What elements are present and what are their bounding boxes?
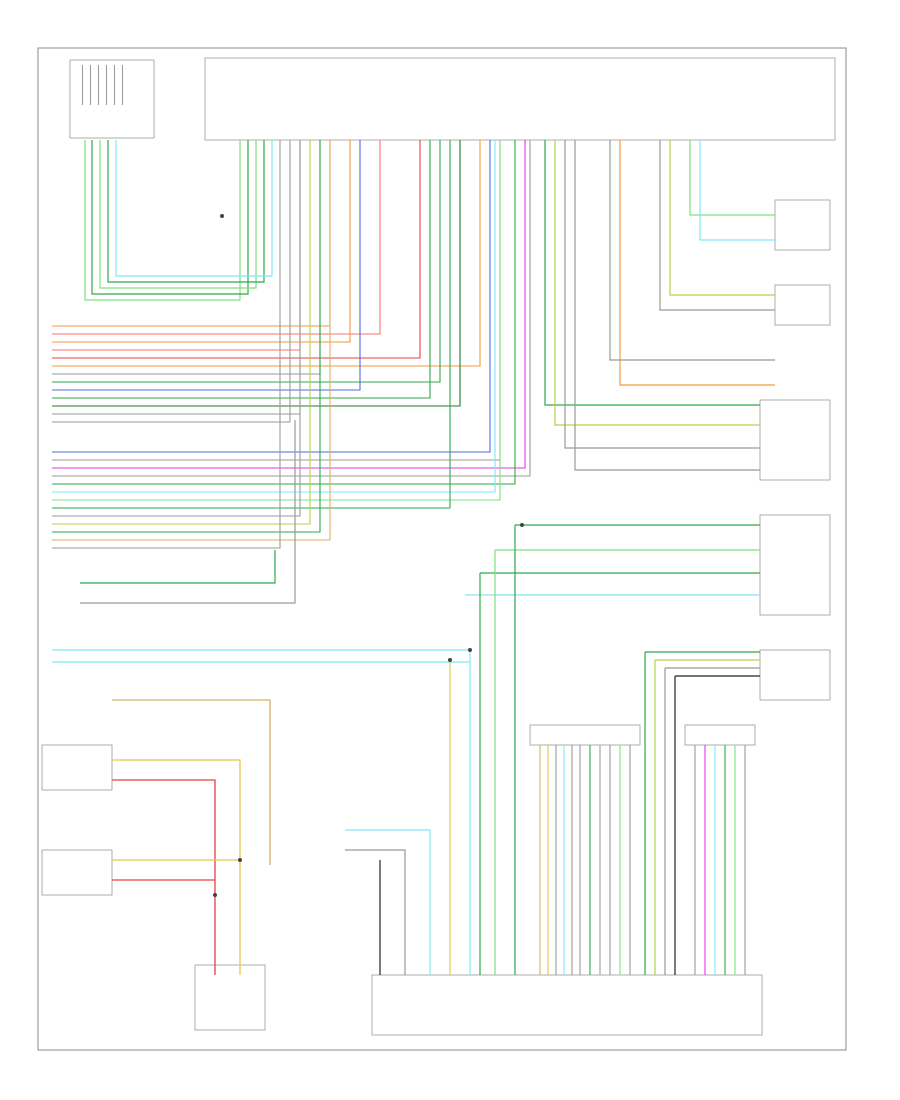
wire-harness xyxy=(52,140,491,453)
wire-bl xyxy=(112,779,216,975)
wire-harness xyxy=(52,140,291,423)
wire-harness xyxy=(52,140,531,477)
splice-dot xyxy=(213,893,217,897)
wire-right xyxy=(544,140,760,406)
right-box-5 xyxy=(759,649,831,701)
wire-harness xyxy=(52,140,301,517)
wire-top-left xyxy=(115,140,273,277)
wire-harness xyxy=(52,140,501,501)
sub-connector-1 xyxy=(529,724,641,746)
wire-harness xyxy=(52,140,451,509)
wire-bm xyxy=(345,849,406,975)
wire-top-left xyxy=(107,140,265,283)
wire-bm xyxy=(345,829,431,975)
wire-harness xyxy=(52,140,321,533)
bottom-main-module xyxy=(371,974,763,1036)
wire-right xyxy=(669,140,775,296)
bottom-left-module xyxy=(194,964,266,1031)
wire-right xyxy=(609,140,775,361)
wire-right xyxy=(659,140,775,311)
wire-top-left xyxy=(99,140,257,289)
wire-harness xyxy=(52,140,461,407)
splice-dot xyxy=(520,523,524,527)
wire-harness xyxy=(52,140,301,415)
wire-harness xyxy=(52,140,431,399)
wire-harness xyxy=(52,140,311,525)
wire-lb xyxy=(80,420,296,604)
wire-right xyxy=(699,140,775,241)
splice-dot xyxy=(448,658,452,662)
wire-harness xyxy=(52,140,331,327)
top-left-module xyxy=(69,59,155,139)
right-box-3 xyxy=(759,399,831,481)
wire-harness xyxy=(52,140,421,359)
wire-harness xyxy=(52,140,481,367)
switch-box-2 xyxy=(41,849,113,896)
wire-harness xyxy=(52,140,351,343)
wire-harness xyxy=(52,140,441,383)
wire-right xyxy=(689,140,775,216)
splice-dot xyxy=(238,858,242,862)
wire-right xyxy=(574,140,760,471)
wire-harness xyxy=(52,140,361,391)
wire-right xyxy=(619,140,775,386)
wire-bl xyxy=(112,699,271,865)
diagram-frame xyxy=(37,47,847,1051)
wire-top-left xyxy=(91,140,249,295)
splice-dot xyxy=(220,214,224,218)
switch-box-1 xyxy=(41,744,113,791)
wire-harness xyxy=(52,140,301,351)
pin-group xyxy=(213,214,524,897)
wire-harness xyxy=(52,140,526,469)
wire-lb xyxy=(80,550,276,584)
wire-bl xyxy=(112,759,241,975)
right-box-4 xyxy=(759,514,831,616)
wire-harness xyxy=(52,140,516,485)
sub-connector-2 xyxy=(684,724,756,746)
right-box-2 xyxy=(774,284,831,326)
wire-right xyxy=(554,140,760,426)
wire-top-left xyxy=(84,140,241,301)
wire-harness xyxy=(52,140,281,549)
wire-harness xyxy=(52,140,331,541)
wire-group xyxy=(52,140,775,975)
wire-harness xyxy=(52,140,496,493)
main-module-top xyxy=(204,57,836,141)
wire-harness xyxy=(52,140,381,335)
wire-right xyxy=(564,140,760,449)
splice-dot xyxy=(468,648,472,652)
right-box-1 xyxy=(774,199,831,251)
